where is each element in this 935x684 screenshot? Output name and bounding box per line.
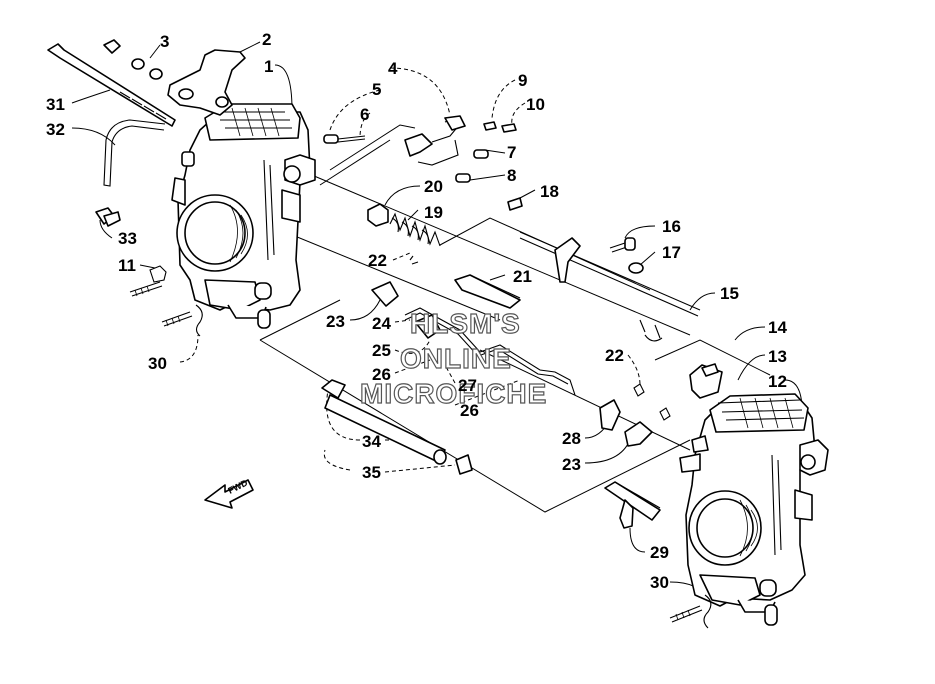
watermark-line-2: ONLINE	[400, 343, 512, 374]
callout-25: 25	[372, 341, 391, 360]
callout-22-upper: 22	[368, 251, 387, 270]
callout-9: 9	[518, 71, 527, 90]
callout-23-lower: 23	[562, 455, 581, 474]
callout-18: 18	[540, 182, 559, 201]
right-carburetor	[679, 363, 829, 626]
callout-31: 31	[46, 95, 65, 114]
callout-23-upper: 23	[326, 312, 345, 331]
fwd-arrow: FWD	[204, 477, 254, 509]
callout-3: 3	[160, 32, 169, 51]
watermark-line-3: MICROFICHE	[360, 378, 547, 409]
callout-22-lower: 22	[605, 346, 624, 365]
callout-8: 8	[507, 166, 516, 185]
left-carburetor	[171, 103, 316, 329]
watermark-line-1: HLSM'S	[410, 308, 521, 339]
callout-16: 16	[662, 217, 681, 236]
watermark: HLSM'S ONLINE MICROFICHE	[359, 307, 547, 409]
callout-11: 11	[118, 256, 136, 275]
callout-labels: 3 2 1 31 32 33 11 30 4 5 6 7 8 9 10 18 2…	[46, 30, 787, 592]
fitting-29	[604, 481, 712, 629]
callout-5: 5	[372, 80, 381, 99]
callout-2: 2	[262, 30, 271, 49]
callout-15: 15	[720, 284, 739, 303]
linkage-parts	[323, 115, 701, 447]
callout-29: 29	[650, 543, 669, 562]
callout-30-right: 30	[650, 573, 669, 592]
left-upper-parts	[47, 39, 246, 337]
callout-28: 28	[562, 429, 581, 448]
callout-6: 6	[360, 105, 369, 124]
callout-10: 10	[526, 95, 545, 114]
callout-26-lower: 26	[460, 401, 479, 420]
callout-14: 14	[768, 318, 787, 337]
callout-12: 12	[768, 372, 787, 391]
callout-33: 33	[118, 229, 137, 248]
callout-27: 27	[458, 376, 477, 395]
tube-and-clamps	[321, 379, 473, 475]
callout-30-left: 30	[148, 354, 167, 373]
callout-17: 17	[662, 243, 681, 262]
callout-32: 32	[46, 120, 65, 139]
callout-7: 7	[507, 143, 516, 162]
callout-21: 21	[513, 267, 532, 286]
callout-34: 34	[362, 432, 381, 451]
callout-26-upper: 26	[372, 365, 391, 384]
callout-19: 19	[424, 203, 443, 222]
callout-20: 20	[424, 177, 443, 196]
callout-1: 1	[264, 57, 273, 76]
callout-35: 35	[362, 463, 381, 482]
callout-4: 4	[388, 59, 398, 78]
callout-13: 13	[768, 347, 787, 366]
callout-24: 24	[372, 314, 391, 333]
